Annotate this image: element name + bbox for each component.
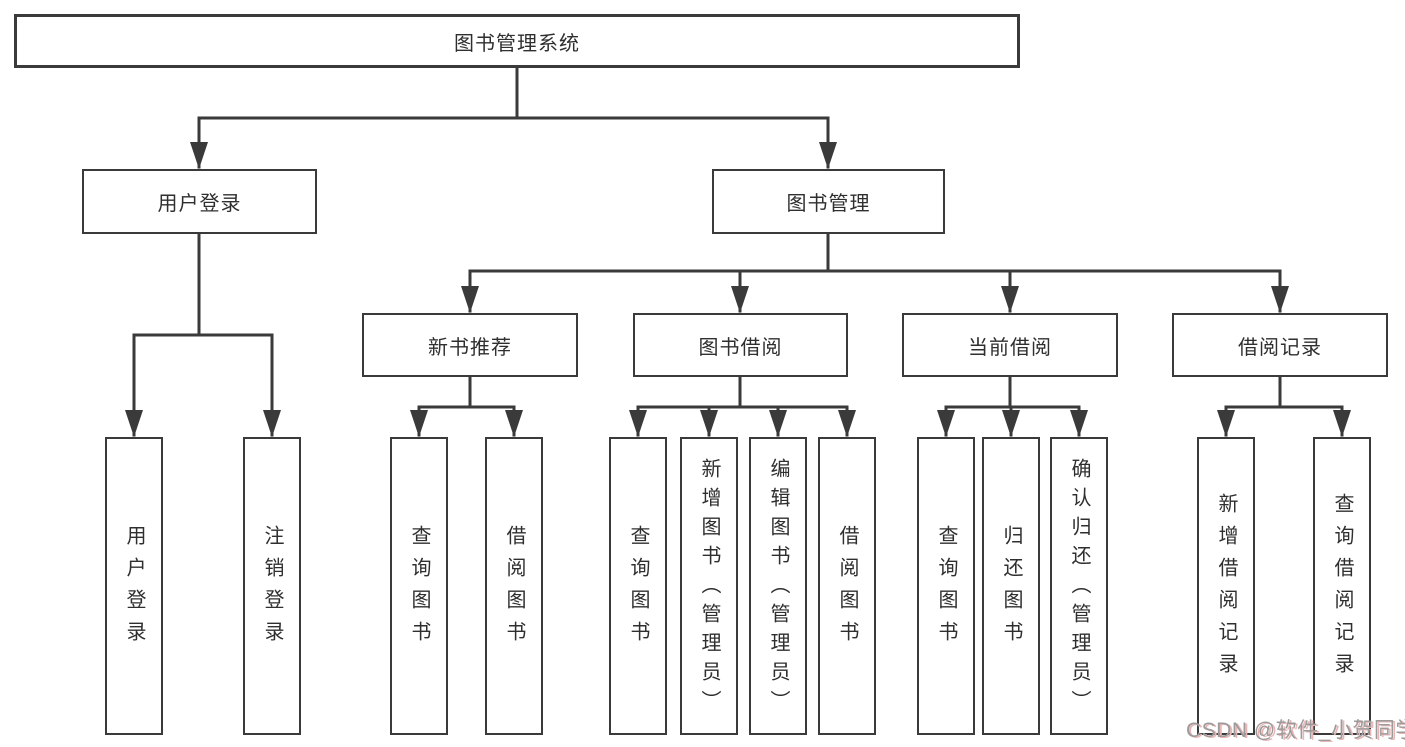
node-leaf-query-book-3: 查询图书 xyxy=(917,437,975,735)
node-current-borrow: 当前借阅 xyxy=(902,313,1118,377)
arrow-down-icon xyxy=(819,142,837,169)
arrow-down-icon xyxy=(505,410,523,437)
node-book-borrow: 图书借阅 xyxy=(633,313,848,377)
node-leaf-add-borrow-record: 新增借阅记录 xyxy=(1197,437,1255,735)
arrow-down-icon xyxy=(1070,410,1088,437)
node-leaf-logout: 注销登录 xyxy=(243,437,301,735)
node-leaf-borrow-book-1: 借阅图书 xyxy=(485,437,543,735)
arrow-down-icon xyxy=(190,142,208,169)
connector-user-login-children xyxy=(125,232,281,437)
node-leaf-query-book-2: 查询图书 xyxy=(609,437,667,735)
node-leaf-borrow-book-2: 借阅图书 xyxy=(818,437,876,735)
arrow-down-icon xyxy=(263,410,281,437)
arrow-down-icon xyxy=(410,410,428,437)
node-leaf-return-book: 归还图书 xyxy=(982,437,1040,735)
arrow-down-icon xyxy=(700,410,718,437)
connector-book-management-children xyxy=(461,232,1289,313)
node-user-login: 用户登录 xyxy=(82,169,317,234)
node-leaf-user-login: 用户登录 xyxy=(105,437,163,735)
node-book-management: 图书管理 xyxy=(712,169,945,234)
connector-root-to-level2 xyxy=(190,66,837,169)
node-leaf-edit-book-admin: 编辑图书（管理员） xyxy=(749,437,807,735)
node-borrow-record: 借阅记录 xyxy=(1172,313,1388,377)
connector-borrow-record-children xyxy=(1217,375,1351,437)
connector-book-borrow-children xyxy=(629,375,856,437)
arrow-down-icon xyxy=(1271,286,1289,313)
node-leaf-query-borrow-record: 查询借阅记录 xyxy=(1313,437,1371,735)
arrow-down-icon xyxy=(937,410,955,437)
arrow-down-icon xyxy=(769,410,787,437)
arrow-down-icon xyxy=(629,410,647,437)
arrow-down-icon xyxy=(1333,410,1351,437)
node-leaf-query-book-1: 查询图书 xyxy=(390,437,448,735)
arrow-down-icon xyxy=(461,286,479,313)
arrow-down-icon xyxy=(1001,286,1019,313)
arrow-down-icon xyxy=(838,410,856,437)
node-leaf-confirm-return-admin: 确认归还（管理员） xyxy=(1050,437,1108,735)
arrow-down-icon xyxy=(1217,410,1235,437)
arrow-down-icon xyxy=(125,410,143,437)
arrow-down-icon xyxy=(731,286,749,313)
connector-current-borrow-children xyxy=(937,375,1088,437)
node-library-management-system: 图书管理系统 xyxy=(14,14,1020,68)
arrow-down-icon xyxy=(1002,410,1020,437)
connector-new-book-children xyxy=(410,375,523,437)
node-leaf-add-book-admin: 新增图书（管理员） xyxy=(680,437,738,735)
watermark: CSDN @软件_小贺同学 xyxy=(1186,719,1405,742)
node-new-book-recommend: 新书推荐 xyxy=(362,313,578,377)
